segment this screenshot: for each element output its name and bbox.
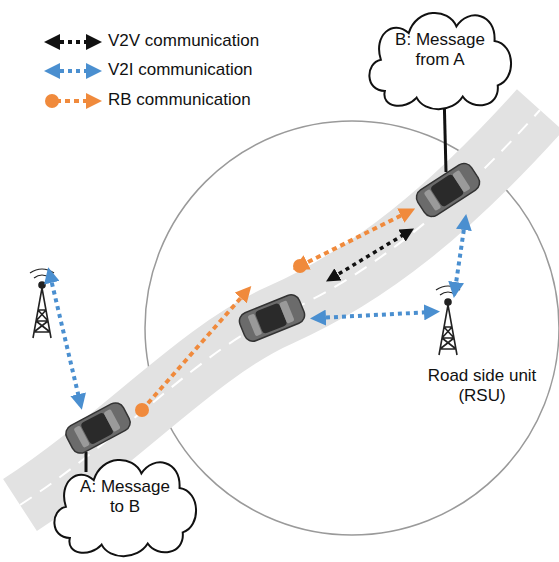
message-cloud: B: Message from A [361,2,520,113]
rsu-label: Road side unit (RSU) [412,366,552,407]
message-cloud: A: Message to B [46,449,205,560]
legend-text: RB communication [108,90,251,110]
legend-text: V2I communication [108,60,253,80]
legend-text: V2V communication [108,31,259,51]
message-text: A: Message to B [75,477,175,518]
message-text: B: Message from A [390,30,490,71]
